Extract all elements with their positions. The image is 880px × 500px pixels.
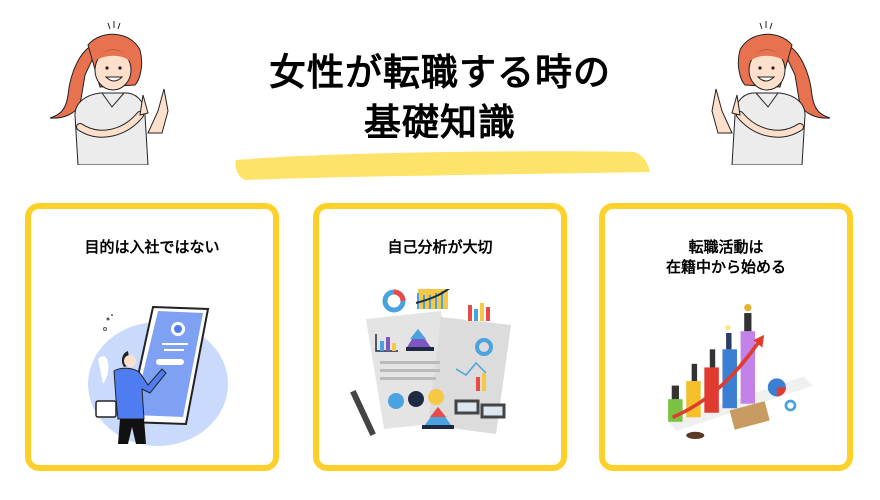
card-purpose: 目的は入社ではない bbox=[25, 203, 279, 471]
card-self-analysis: 自己分析が大切 bbox=[313, 203, 567, 471]
card-title: 自己分析が大切 bbox=[387, 238, 493, 256]
woman-pointing-icon bbox=[711, 21, 831, 165]
page-title: 女性が転職する時の 基礎知識 bbox=[200, 48, 680, 148]
growth-bar-chart-people-icon bbox=[668, 304, 814, 440]
highlight-underline bbox=[235, 151, 650, 180]
card-title: 目的は入社ではない bbox=[84, 238, 220, 256]
woman-pointing-icon bbox=[49, 21, 169, 165]
title-line-1: 女性が転職する時の bbox=[269, 51, 611, 94]
card-title: 転職活動は 在籍中から始める bbox=[665, 238, 786, 276]
title-line-2: 基礎知識 bbox=[364, 101, 516, 144]
card-job-hunt-while-employed: 転職活動は 在籍中から始める bbox=[599, 203, 853, 471]
man-tapping-tablet-profile-icon bbox=[88, 305, 228, 446]
analysis-documents-charts-icon bbox=[350, 289, 511, 437]
